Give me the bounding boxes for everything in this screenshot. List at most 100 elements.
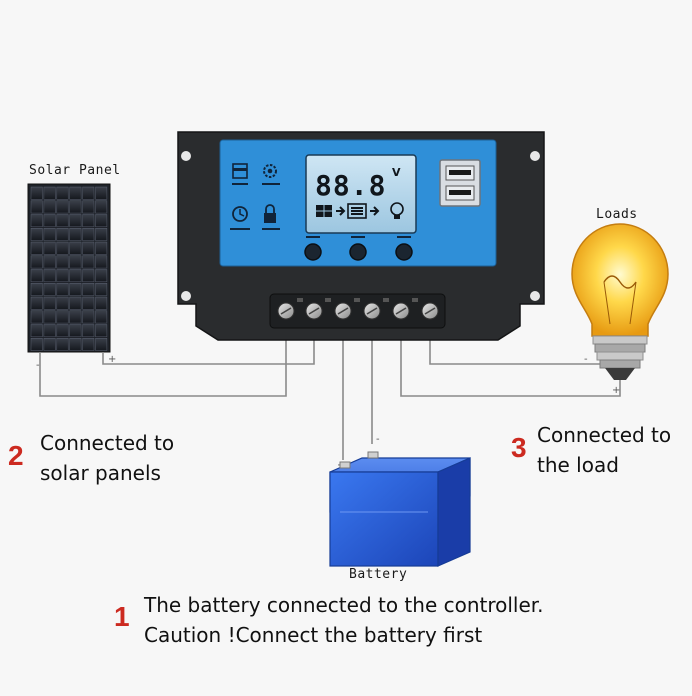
solar-cell [43,241,56,255]
solar-cell [82,338,95,351]
solar-cell [95,255,108,269]
svg-text:-: - [376,434,380,445]
solar-cell [82,200,95,214]
solar-cell [30,186,43,200]
solar-cell [56,283,69,296]
solar-cell [56,228,69,241]
solar-cell [30,214,43,228]
solar-cell [56,310,69,324]
mount-hole [181,151,191,161]
solar-cell [30,283,43,296]
lcd-solar-icon [316,205,332,217]
solar-panel [27,183,111,353]
mount-hole [530,291,540,301]
screw-slot [280,307,292,315]
lcd-bulb-icon [390,202,404,219]
screw-slot [366,307,378,315]
solar-cell [69,255,82,269]
solar-cell [30,310,43,324]
svg-text:+: + [108,354,116,365]
solar-cell [69,324,82,338]
lcd-battery-icon [347,203,367,219]
step-2-line-1: Connected to [40,431,175,455]
step-3-number: 3 [511,432,527,463]
solar-cell [30,255,43,269]
wire-load-positive [400,318,621,397]
controller-buttons [304,236,413,261]
lcd-display: 88.8 V [305,154,417,234]
solar-cell [43,324,56,338]
svg-text:-: - [36,360,40,371]
solar-cell [95,228,108,241]
lcd-digits: 88.8 [315,169,386,202]
step-3-text: Connected to the load [537,420,671,480]
solar-cell [43,228,56,241]
battery-terminal-negative [367,451,379,459]
solar-cell [95,200,108,214]
solar-cell [56,324,69,338]
wire-solar-negative [39,318,287,397]
charge-controller: 88.8 V [177,131,545,341]
wire-solar-positive [102,318,315,365]
solar-cell [82,255,95,269]
solar-cell [95,186,108,200]
svg-text:+: + [612,385,620,396]
screw-slot [308,307,320,315]
terminal-marker [297,298,303,302]
solar-cell [95,324,108,338]
solar-cell [82,310,95,324]
solar-cell [95,214,108,228]
screw-slot [337,307,349,315]
solar-cell [69,214,82,228]
solar-cell [56,338,69,351]
button-menu[interactable] [304,243,322,261]
battery-label: Battery [349,567,408,582]
terminal-marker [325,298,331,302]
solar-cell [30,241,43,255]
solar-cell [56,296,69,310]
lock-icon [264,204,276,223]
solar-cell [43,214,56,228]
solar-cell [95,310,108,324]
step-2-text: Connected to solar panels [40,428,174,488]
solar-cell [56,200,69,214]
battery [329,451,471,567]
lcd-arrow-icon [370,206,380,216]
lcd-unit: V [392,166,401,179]
solar-cell [43,310,56,324]
menu-icon [232,163,248,179]
button-load[interactable] [395,243,413,261]
solar-cell [43,186,56,200]
solar-cell [95,296,108,310]
solar-cell [69,186,82,200]
solar-cell [56,269,69,283]
solar-cell [69,241,82,255]
terminal-marker [412,298,418,302]
step-1-number: 1 [114,601,130,632]
solar-cell [69,228,82,241]
mount-hole [181,291,191,301]
step-3-line-2: the load [537,453,619,477]
loads-label: Loads [596,207,638,222]
button-set[interactable] [349,243,367,261]
solar-cell [43,200,56,214]
solar-cell [43,255,56,269]
solar-panel-label: Solar Panel [29,163,121,178]
solar-cell [95,338,108,351]
solar-cell [95,283,108,296]
solar-cell [56,214,69,228]
solar-cell [82,324,95,338]
svg-text:-: - [584,354,588,365]
solar-cell [56,241,69,255]
lcd-arrow-icon [336,206,346,216]
mount-hole [530,151,540,161]
solar-cell [82,241,95,255]
solar-cell [30,296,43,310]
solar-cell [82,186,95,200]
step-1-line-1: The battery connected to the controller. [144,593,544,617]
terminal-marker [383,298,389,302]
solar-cell [43,283,56,296]
solar-cell [30,338,43,351]
battery-terminal-positive [339,461,351,469]
